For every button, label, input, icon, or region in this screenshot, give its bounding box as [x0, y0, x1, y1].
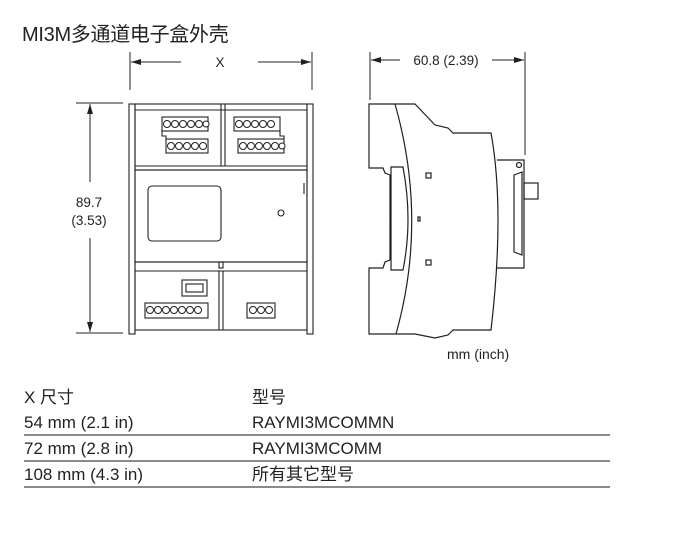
header-model: 型号: [252, 388, 286, 407]
cell-x-size: 54 mm (2.1 in): [24, 413, 134, 432]
height-dimension: [76, 102, 123, 334]
units-note: mm (inch): [447, 346, 510, 362]
width-label: X: [215, 55, 224, 70]
enclosure-drawing: X 89.7 (3.53): [71, 52, 539, 339]
cell-model: RAYMI3MCOMMN: [252, 413, 395, 432]
cell-x-size: 108 mm (4.3 in): [24, 465, 144, 484]
page-title: MI3M多通道电子盒外壳: [22, 24, 229, 46]
depth-dimension: [369, 52, 526, 155]
cell-model: 所有其它型号: [252, 465, 354, 484]
table-row: 54 mm (2.1 in) RAYMI3MCOMMN: [24, 410, 610, 436]
height-label-in: (3.53): [71, 213, 106, 228]
terminal-screws: [146, 120, 286, 314]
cell-model: RAYMI3MCOMM: [252, 439, 383, 458]
cell-x-size: 72 mm (2.8 in): [24, 439, 134, 458]
depth-label: 60.8 (2.39): [413, 53, 478, 68]
front-view: [128, 103, 314, 335]
header-x-size: X 尺寸: [24, 388, 75, 407]
width-dimension: [129, 52, 313, 90]
table-header-row: X 尺寸 型号: [24, 385, 610, 410]
side-view: [368, 103, 539, 339]
table-row: 72 mm (2.8 in) RAYMI3MCOMM: [24, 436, 610, 462]
height-label-mm: 89.7: [76, 195, 102, 210]
model-size-table: X 尺寸 型号 54 mm (2.1 in) RAYMI3MCOMMN 72 m…: [24, 385, 610, 488]
table-row: 108 mm (4.3 in) 所有其它型号: [24, 462, 610, 488]
